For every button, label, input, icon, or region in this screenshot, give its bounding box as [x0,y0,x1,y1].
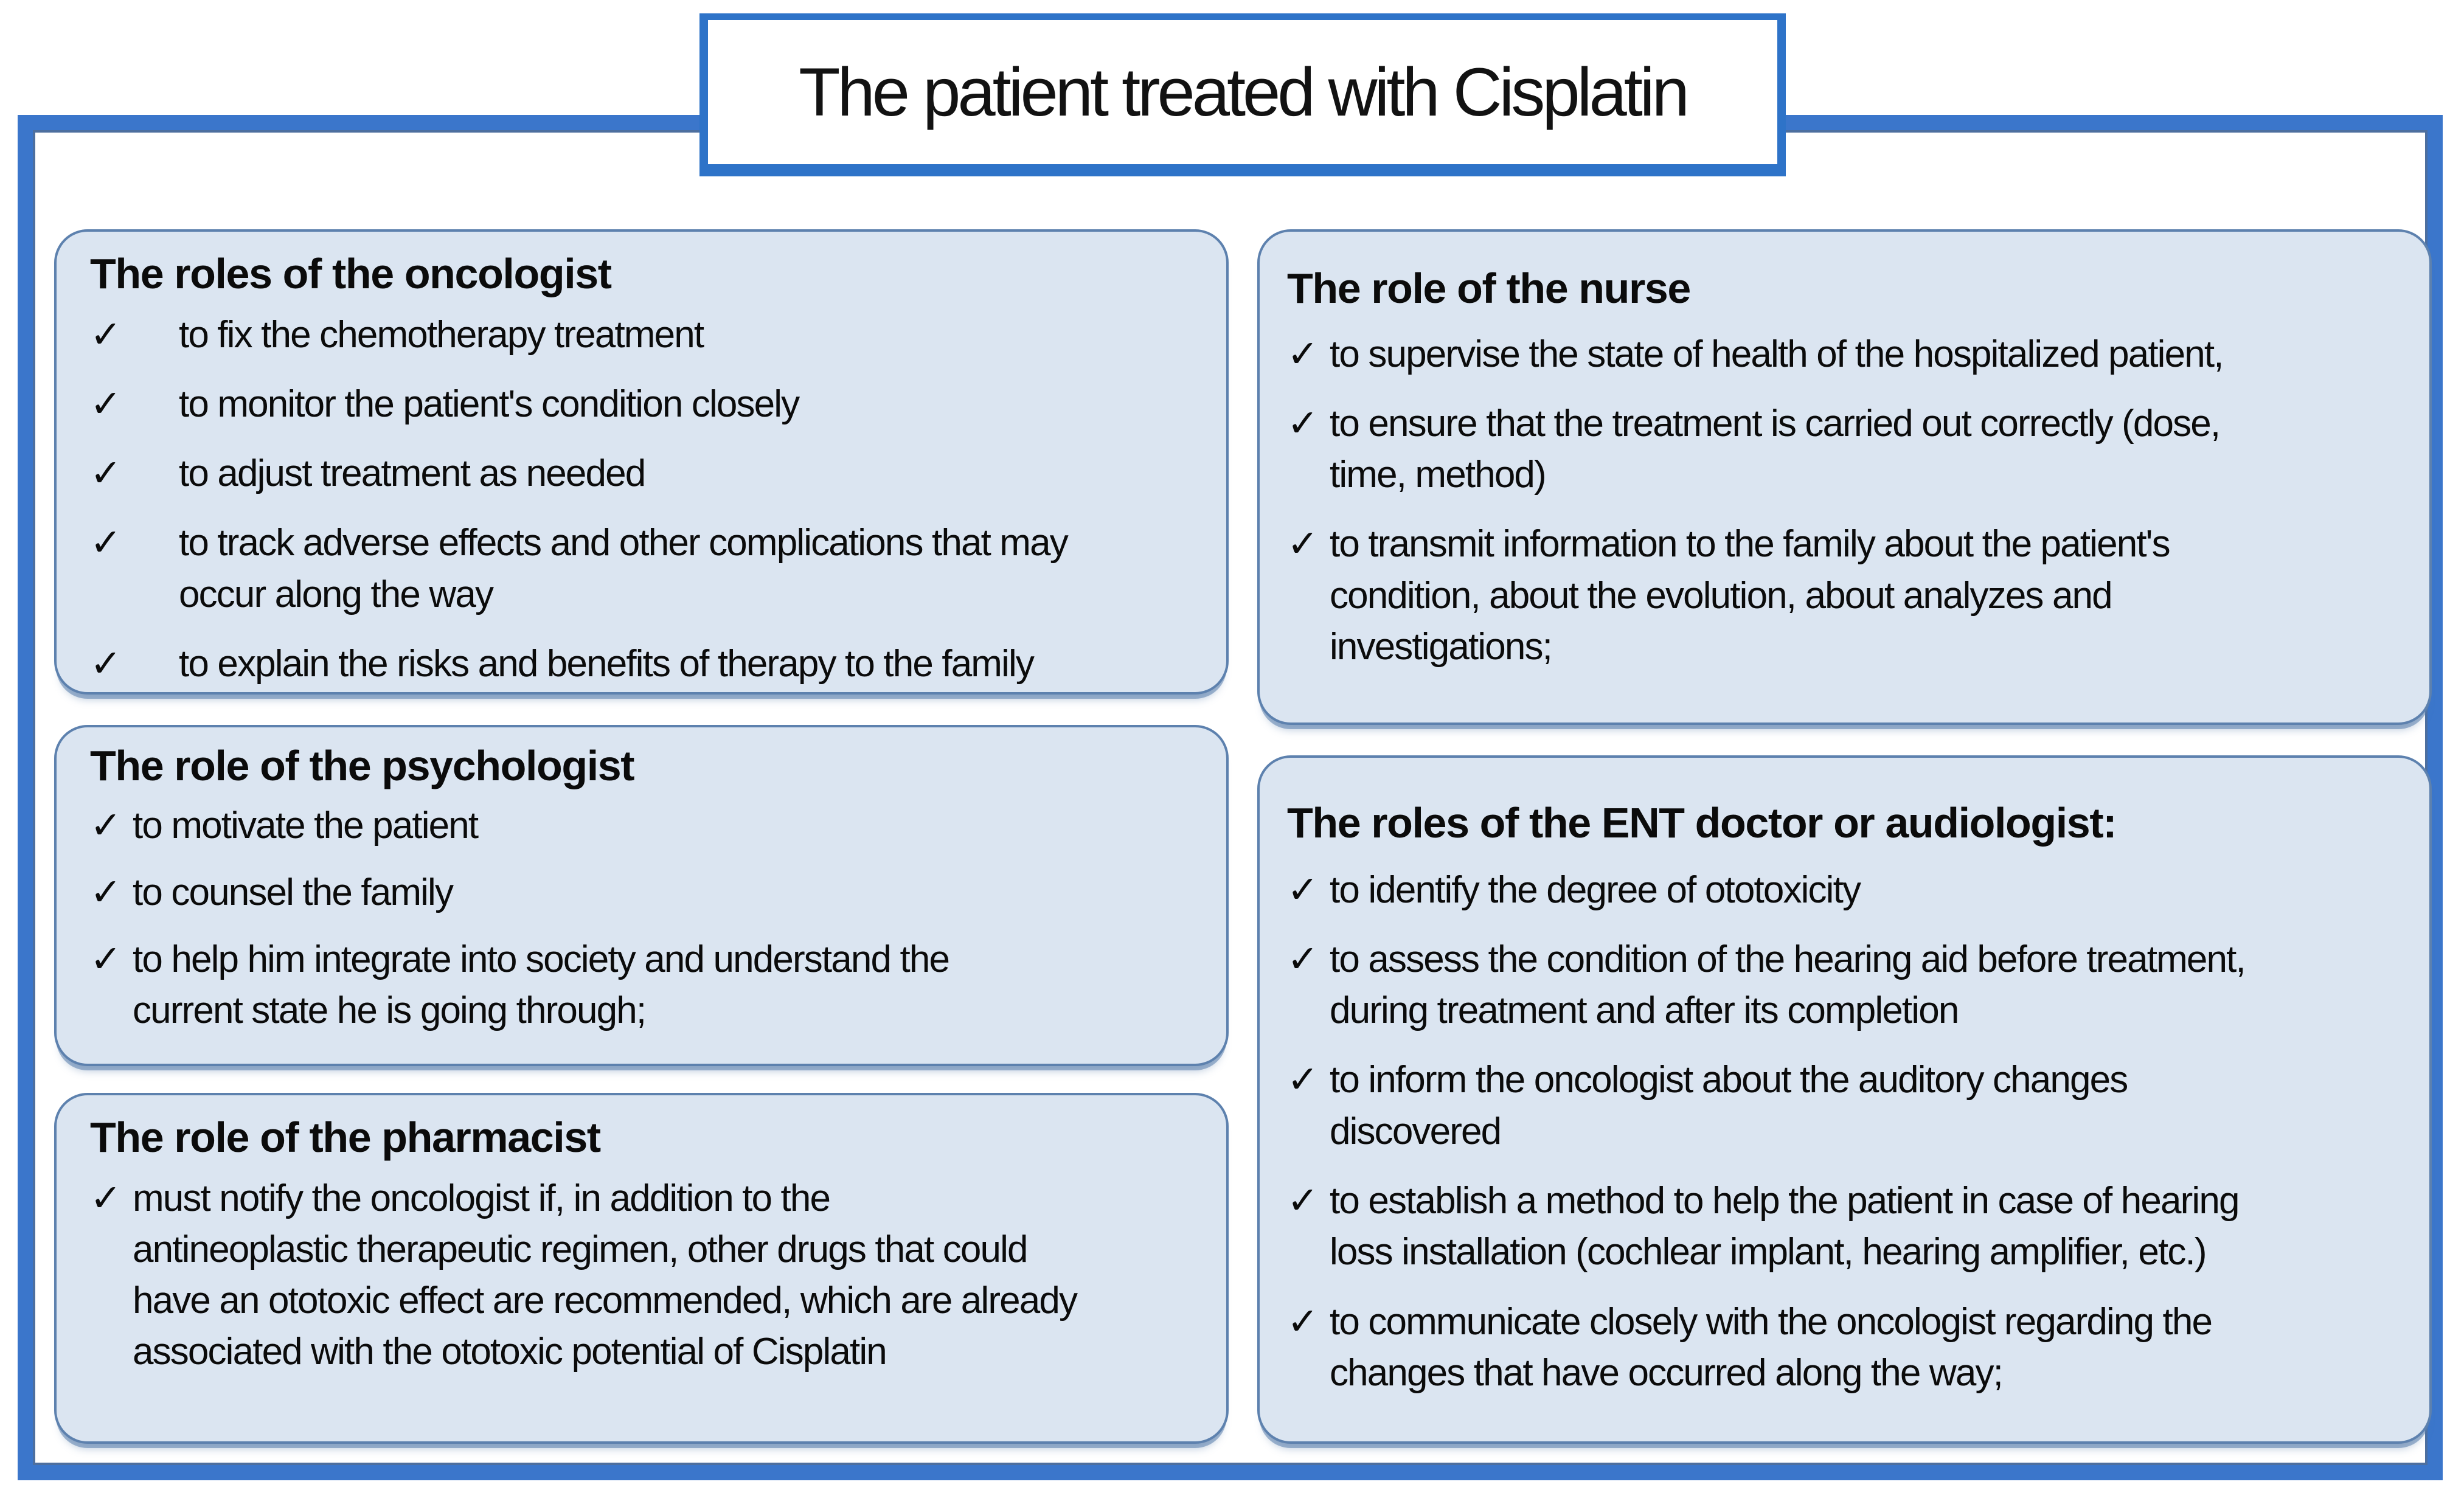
bullet-text: to assess the condition of the hearing a… [1330,938,2246,1032]
bullet-text: must notify the oncologist if, in additi… [133,1177,1078,1373]
bullet-item: ✓ to identify the degree of ototoxicity [1287,865,2402,916]
figure-title: The patient treated with Cisplatin [799,54,1690,130]
bullet-item: ✓ to help him integrate into society and … [90,934,1193,1037]
oncologist-items-list: ✓ to fix the chemotherapy treatment ✓ to mo… [90,310,1193,690]
bullet-text: to counsel the family [133,871,454,913]
bullet-item: ✓ to assess the condition of the hearing … [1287,934,2402,1037]
checkmark-icon: ✓ [90,522,122,564]
bullet-text: to monitor the patient's condition close… [179,383,800,425]
checkmark-icon: ✓ [90,313,122,356]
bullet-item: ✓ to motivate the patient [90,800,1193,851]
bullet-item: ✓ to ensure that the treatment is carried… [1287,398,2402,501]
bullet-text: to ensure that the treatment is carried … [1330,402,2221,496]
checkmark-icon: ✓ [90,383,122,425]
bullet-text: to inform the oncologist about the audit… [1330,1059,2128,1152]
pharmacist-box-heading: The role of the pharmacist [90,1114,601,1161]
checkmark-icon: ✓ [1287,523,1319,566]
pharmacist-items-list: ✓ must notify the oncologist if, in addit… [90,1173,1193,1378]
psychologist-box-heading: The role of the psychologist [90,742,635,789]
psychologist-items-list: ✓ to motivate the patient ✓ to counsel the … [90,800,1193,1037]
bullet-item: ✓ to fix the chemotherapy treatment [90,310,1193,361]
bullet-item: ✓ to monitor the patient's condition clos… [90,379,1193,430]
title-box: The patient treated with Cisplatin [699,13,1786,176]
ent-audiologist-roles-box: The roles of the ENT doctor or audiologi… [1257,755,2432,1444]
bullet-text: to motivate the patient [133,804,479,847]
checkmark-icon: ✓ [90,1177,122,1219]
checkmark-icon: ✓ [90,871,122,913]
bullet-text: to communicate closely with the oncologi… [1330,1300,2213,1394]
bullet-item: ✓ must notify the oncologist if, in addit… [90,1173,1193,1378]
checkmark-icon: ✓ [1287,868,1319,911]
bullet-item: ✓ to track adverse effects and other comp… [90,518,1193,620]
checkmark-icon: ✓ [1287,1059,1319,1101]
psychologist-role-box: The role of the psychologist ✓ to motivat… [54,725,1229,1066]
bullet-text: to fix the chemotherapy treatment [179,313,704,356]
ent-items-list: ✓ to identify the degree of ototoxicity ✓ t… [1287,865,2402,1399]
pharmacist-role-box: The role of the pharmacist ✓ must notify … [54,1093,1229,1444]
ent-box-heading: The roles of the ENT doctor or audiologi… [1287,799,2117,847]
bullet-text: to adjust treatment as needed [179,452,646,495]
bullet-item: ✓ to inform the oncologist about the audi… [1287,1055,2402,1157]
bullet-text: to track adverse effects and other compl… [179,522,1069,615]
checkmark-icon: ✓ [1287,1180,1319,1222]
checkmark-icon: ✓ [90,643,122,685]
bullet-item: ✓ to establish a method to help the patie… [1287,1176,2402,1278]
bullet-item: ✓ to explain the risks and benefits of th… [90,639,1193,690]
checkmark-icon: ✓ [1287,333,1319,375]
nurse-box-heading: The role of the nurse [1287,265,1691,312]
bullet-item: ✓ to supervise the state of health of the… [1287,329,2402,380]
bullet-item: ✓ to adjust treatment as needed [90,448,1193,499]
bullet-text: to supervise the state of health of the … [1330,333,2224,375]
bullet-text: to explain the risks and benefits of the… [179,643,1035,685]
bullet-item: ✓ to communicate closely with the oncolog… [1287,1297,2402,1399]
oncologist-box-heading: The roles of the oncologist [90,250,612,297]
checkmark-icon: ✓ [1287,938,1319,980]
bullet-item: ✓ to counsel the family [90,867,1193,918]
nurse-items-list: ✓ to supervise the state of health of the… [1287,329,2402,673]
checkmark-icon: ✓ [90,938,122,981]
bullet-text: to identify the degree of ototoxicity [1330,868,1861,911]
bullet-text: to help him integrate into society and u… [133,938,950,1032]
bullet-item: ✓ to transmit information to the family a… [1287,519,2402,673]
oncologist-roles-box: The roles of the oncologist ✓ to fix the … [54,229,1229,695]
checkmark-icon: ✓ [90,804,122,847]
checkmark-icon: ✓ [90,452,122,495]
checkmark-icon: ✓ [1287,1300,1319,1343]
nurse-role-box: The role of the nurse ✓ to supervise the … [1257,229,2432,725]
checkmark-icon: ✓ [1287,402,1319,445]
bullet-text: to transmit information to the family ab… [1330,523,2171,668]
bullet-text: to establish a method to help the patien… [1330,1180,2240,1273]
